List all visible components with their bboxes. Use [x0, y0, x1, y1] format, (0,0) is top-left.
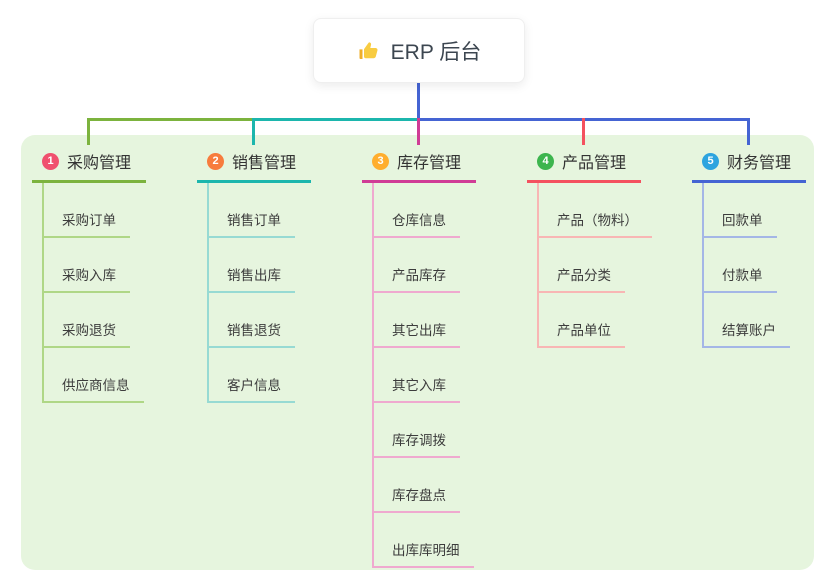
child-node[interactable]: 产品库存	[374, 238, 476, 293]
child-node[interactable]: 结算账户	[704, 293, 806, 348]
branch-product: 4 产品管理 产品（物料） 产品分类 产品单位	[527, 149, 652, 348]
branch-number-badge: 3	[372, 152, 389, 170]
child-label: 产品（物料）	[539, 209, 652, 238]
drop-connector-finance	[747, 118, 750, 145]
root-node-erp-backend[interactable]: ERP 后台	[313, 18, 525, 83]
branch-sales-node[interactable]: 2 销售管理	[197, 149, 311, 183]
child-node[interactable]: 产品单位	[539, 293, 652, 348]
child-label: 其它入库	[374, 374, 460, 403]
child-label: 采购退货	[44, 319, 130, 348]
child-label: 付款单	[704, 264, 777, 293]
child-node[interactable]: 客户信息	[209, 348, 311, 403]
branch-inventory-label: 库存管理	[397, 155, 462, 172]
branches-background-panel	[21, 135, 814, 570]
child-label: 销售退货	[209, 319, 295, 348]
branch-purchase: 1 采购管理 采购订单 采购入库 采购退货 供应商信息	[32, 149, 146, 403]
child-label: 采购订单	[44, 209, 130, 238]
child-label: 结算账户	[704, 319, 790, 348]
branch-product-label: 产品管理	[562, 155, 627, 172]
branch-product-node[interactable]: 4 产品管理	[527, 149, 641, 183]
child-node[interactable]: 供应商信息	[44, 348, 146, 403]
branch-number-badge: 4	[537, 152, 554, 170]
drop-connector-purchase	[87, 118, 90, 145]
branch-inventory-children: 仓库信息 产品库存 其它出库 其它入库 库存调拨 库存盘点 出库库明细	[372, 183, 476, 568]
child-node[interactable]: 产品分类	[539, 238, 652, 293]
branch-sales-label: 销售管理	[232, 155, 297, 172]
root-title: ERP 后台	[390, 40, 482, 64]
child-node[interactable]: 销售退货	[209, 293, 311, 348]
child-node[interactable]: 付款单	[704, 238, 806, 293]
branch-purchase-node[interactable]: 1 采购管理	[32, 149, 146, 183]
child-label: 采购入库	[44, 264, 130, 293]
branch-number-badge: 2	[207, 152, 224, 170]
branch-finance-node[interactable]: 5 财务管理	[692, 149, 806, 183]
child-node[interactable]: 产品（物料）	[539, 183, 652, 238]
branch-purchase-children: 采购订单 采购入库 采购退货 供应商信息	[42, 183, 146, 403]
child-label: 库存调拨	[374, 429, 460, 458]
child-node[interactable]: 仓库信息	[374, 183, 476, 238]
child-node[interactable]: 销售出库	[209, 238, 311, 293]
child-label: 库存盘点	[374, 484, 460, 513]
bus-connector-green	[87, 118, 253, 121]
child-node[interactable]: 库存调拨	[374, 403, 476, 458]
child-label: 产品分类	[539, 264, 625, 293]
child-node[interactable]: 销售订单	[209, 183, 311, 238]
branch-number-badge: 1	[42, 152, 59, 170]
drop-connector-inventory	[417, 118, 420, 145]
child-label: 销售订单	[209, 209, 295, 238]
branch-finance-label: 财务管理	[727, 155, 792, 172]
branch-finance: 5 财务管理 回款单 付款单 结算账户	[692, 149, 806, 348]
child-label: 回款单	[704, 209, 777, 238]
child-node[interactable]: 其它入库	[374, 348, 476, 403]
child-label: 销售出库	[209, 264, 295, 293]
drop-connector-sales	[252, 118, 255, 145]
child-node[interactable]: 回款单	[704, 183, 806, 238]
child-node[interactable]: 采购订单	[44, 183, 146, 238]
branch-sales: 2 销售管理 销售订单 销售出库 销售退货 客户信息	[197, 149, 311, 403]
bus-connector-teal	[253, 118, 418, 121]
child-label: 客户信息	[209, 374, 295, 403]
child-label: 产品库存	[374, 264, 460, 293]
child-node[interactable]: 采购入库	[44, 238, 146, 293]
child-label: 仓库信息	[374, 209, 460, 238]
branch-inventory-node[interactable]: 3 库存管理	[362, 149, 476, 183]
child-label: 产品单位	[539, 319, 625, 348]
branch-product-children: 产品（物料） 产品分类 产品单位	[537, 183, 652, 348]
child-label: 其它出库	[374, 319, 460, 348]
child-label: 出库库明细	[374, 539, 474, 568]
child-node[interactable]: 其它出库	[374, 293, 476, 348]
child-node[interactable]: 出库库明细	[374, 513, 476, 568]
branch-sales-children: 销售订单 销售出库 销售退货 客户信息	[207, 183, 311, 403]
child-node[interactable]: 库存盘点	[374, 458, 476, 513]
branch-number-badge: 5	[702, 152, 719, 170]
branch-inventory: 3 库存管理 仓库信息 产品库存 其它出库 其它入库 库存调拨 库存盘点 出库库…	[362, 149, 476, 568]
root-stem-connector	[417, 81, 420, 119]
branch-purchase-label: 采购管理	[67, 155, 132, 172]
branch-finance-children: 回款单 付款单 结算账户	[702, 183, 806, 348]
drop-connector-product	[582, 118, 585, 145]
child-node[interactable]: 采购退货	[44, 293, 146, 348]
thumbs-up-icon	[357, 39, 381, 63]
child-label: 供应商信息	[44, 374, 144, 403]
